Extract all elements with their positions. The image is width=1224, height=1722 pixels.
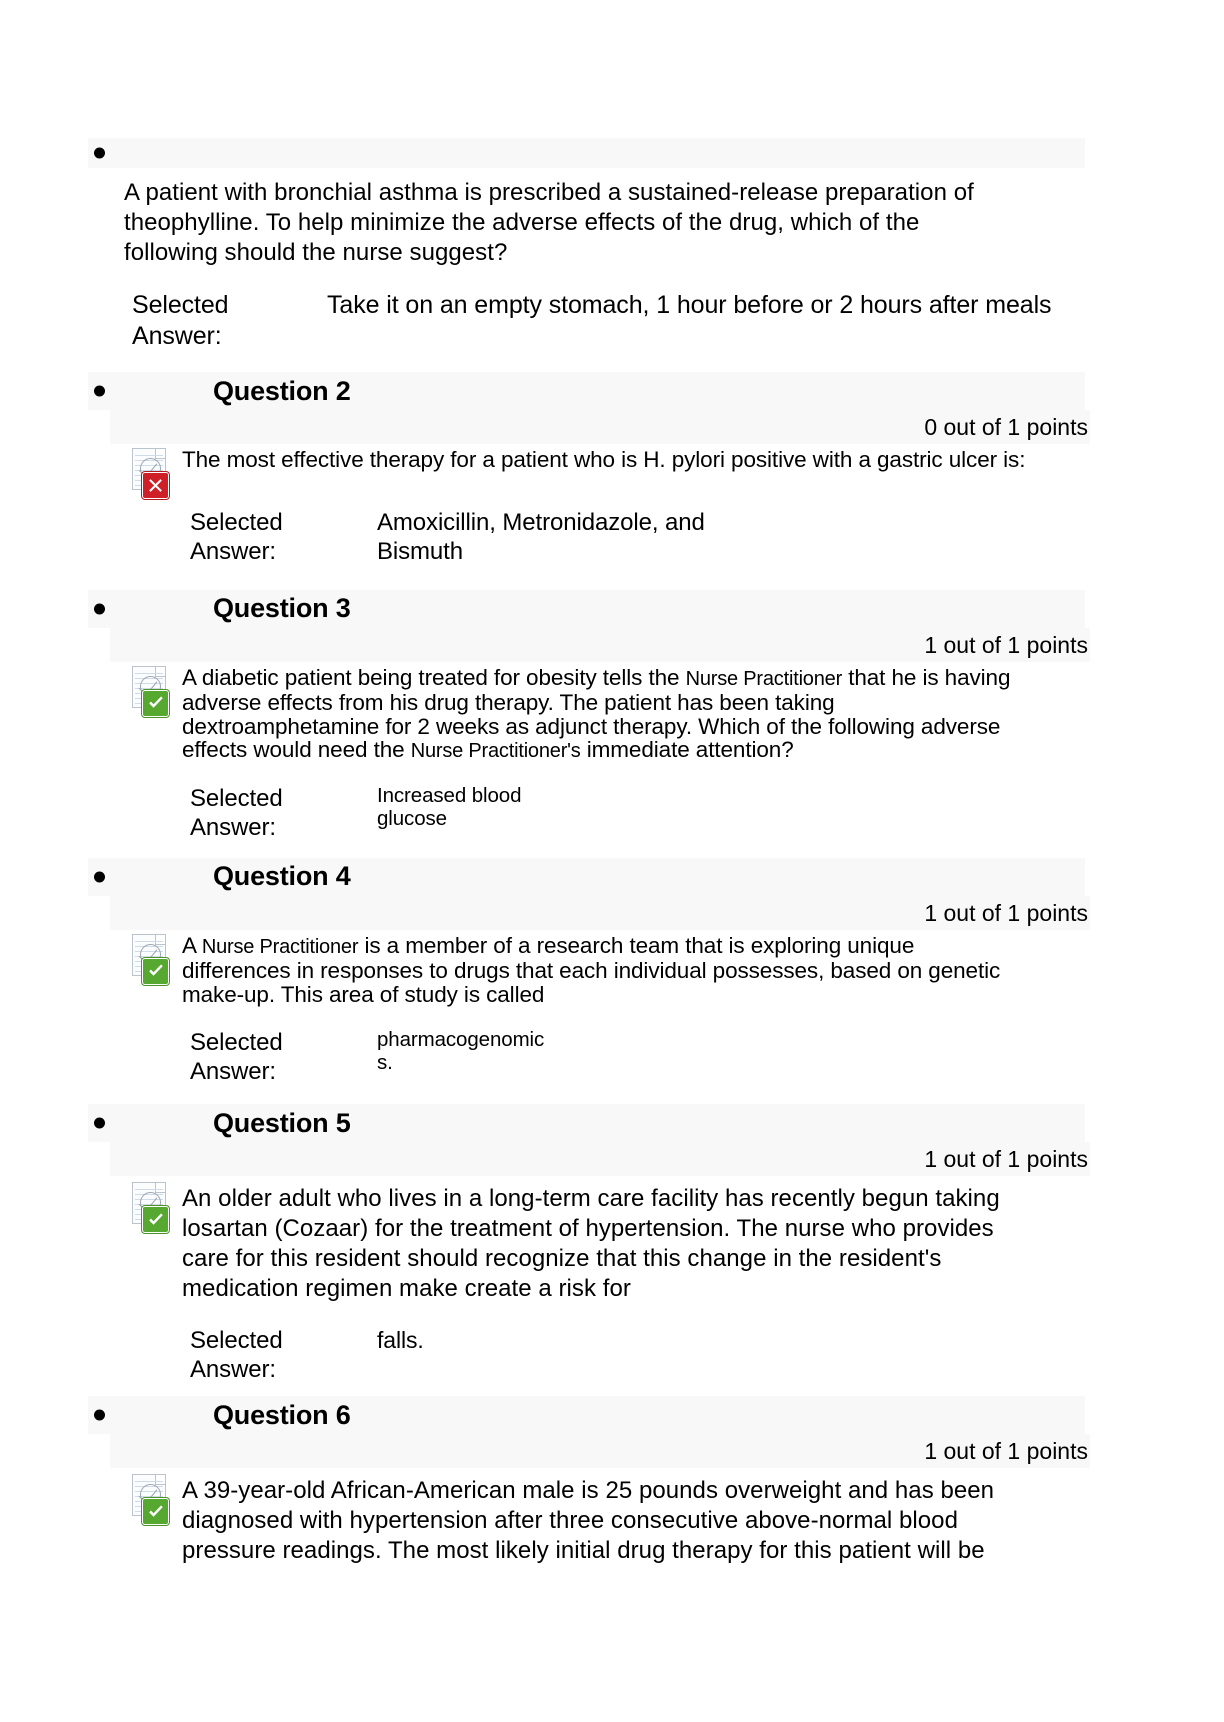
question-status-icon-3 — [128, 665, 174, 717]
green-check-icon — [142, 957, 169, 985]
selected-answer-label-line2: Answer: — [190, 537, 276, 565]
question-body-4: A Nurse Practitioner is a member of a re… — [126, 930, 1224, 1087]
question-header-band-6: Question 6 — [88, 1396, 1085, 1434]
question-block-1: A patient with bronchial asthma is presc… — [0, 138, 1224, 352]
selected-answer-label: Selected Answer: — [190, 1326, 377, 1384]
question-text-4-b: Nurse Practitioner — [201, 935, 359, 958]
page-fold-icon — [155, 1183, 165, 1193]
question-block-2: Question 2 0 out of 1 points — [0, 372, 1224, 566]
bullet-icon — [94, 603, 105, 614]
question-body-6: A 39-year-old African-American male is 2… — [126, 1468, 1224, 1566]
selected-answer-label: Selected Answer: — [190, 1028, 377, 1086]
question-block-3: Question 3 1 out of 1 points — [0, 589, 1224, 842]
selected-answer-value-3: Increased blood glucose — [377, 783, 522, 830]
exam-review-page: A patient with bronchial asthma is presc… — [0, 138, 1224, 1722]
question-title-6: Question 6 — [213, 1399, 351, 1430]
question-title-2: Question 2 — [213, 375, 351, 406]
question-text-3-d: Nurse Practitioner's — [410, 740, 581, 762]
selected-answer-label-line1: Selected — [190, 1327, 283, 1354]
selected-answer-label-line2: Answer: — [132, 322, 222, 350]
question-status-icon-6 — [128, 1474, 174, 1525]
page-fold-icon — [155, 934, 165, 945]
bullet-icon — [94, 385, 105, 397]
selected-answer-label-line2: Answer: — [190, 1356, 276, 1383]
question-status-icon-2 — [128, 448, 174, 499]
selected-answer-label-line1: Selected — [190, 508, 283, 536]
selected-answer-value-1: Take it on an empty stomach, 1 hour befo… — [327, 291, 1052, 319]
question-text-3-b: Nurse Practitioner — [685, 667, 843, 690]
green-check-icon — [142, 1498, 169, 1525]
question-text-1: A patient with bronchial asthma is presc… — [124, 179, 974, 266]
green-check-icon — [142, 1206, 169, 1233]
selected-answer-label-line1: Selected — [132, 291, 229, 319]
question-points-4: 1 out of 1 points — [110, 895, 1090, 930]
question-text-2: The most effective therapy for a patient… — [182, 447, 1026, 472]
question-header-band-1 — [88, 138, 1085, 168]
selected-answer-row-1: Selected Answer: Take it on an empty sto… — [132, 290, 1224, 352]
question-header-band-2: Question 2 — [88, 372, 1085, 410]
question-status-icon-5 — [128, 1182, 174, 1233]
question-header-band-5: Question 5 — [88, 1104, 1085, 1142]
selected-answer-value-5: falls. — [377, 1327, 424, 1353]
question-text-5: An older adult who lives in a long-term … — [182, 1185, 1000, 1302]
question-text-4-a: A — [182, 932, 202, 958]
selected-answer-value-2: Amoxicillin, Metronidazole, and Bismuth — [377, 508, 705, 565]
question-block-5: Question 5 1 out of 1 points — [0, 1104, 1224, 1384]
page-fold-icon — [155, 449, 165, 459]
question-body-3: A diabetic patient being treated for obe… — [126, 662, 1224, 842]
selected-answer-label: Selected Answer: — [190, 508, 377, 566]
selected-answer-row-5: Selected Answer: falls. — [190, 1326, 1224, 1384]
selected-answer-label: Selected Answer: — [132, 290, 327, 352]
question-title-5: Question 5 — [213, 1107, 351, 1138]
question-text-3-a: A diabetic patient being treated for obe… — [182, 664, 686, 690]
question-block-4: Question 4 1 out of 1 points — [0, 857, 1224, 1087]
selected-answer-label: Selected Answer: — [190, 784, 377, 842]
question-header-band-4: Question 4 — [88, 857, 1085, 896]
question-title-4: Question 4 — [213, 861, 351, 891]
selected-answer-label-line1: Selected — [190, 1029, 283, 1056]
selected-answer-row-4: Selected Answer: pharmacogenomics. — [190, 1028, 1224, 1086]
bullet-icon — [94, 147, 105, 159]
question-body-1: A patient with bronchial asthma is presc… — [124, 168, 1224, 352]
red-x-icon — [142, 472, 169, 499]
question-text-3-c: that he is having adverse effects from h… — [182, 664, 1011, 762]
question-text-3: A diabetic patient being treated for obe… — [182, 664, 1022, 764]
selected-answer-label-line2: Answer: — [190, 813, 276, 841]
answer-sheet-icon — [132, 1182, 166, 1224]
question-title-3: Question 3 — [213, 593, 351, 623]
bullet-icon — [94, 1117, 105, 1129]
question-body-2: The most effective therapy for a patient… — [126, 444, 1224, 566]
question-text-6: A 39-year-old African-American male is 2… — [182, 1477, 995, 1564]
question-header-band-3: Question 3 — [88, 589, 1085, 628]
question-text-4-c: is a member of a research team that is e… — [182, 932, 1001, 1007]
selected-answer-value-4: pharmacogenomics. — [377, 1028, 545, 1074]
question-points-2: 0 out of 1 points — [110, 410, 1090, 444]
question-text-4: A Nurse Practitioner is a member of a re… — [182, 932, 1022, 1007]
selected-answer-row-2: Selected Answer: Amoxicillin, Metronidaz… — [190, 508, 1224, 566]
page-fold-icon — [155, 666, 165, 677]
selected-answer-label-line1: Selected — [190, 784, 283, 812]
question-status-icon-4 — [128, 933, 174, 985]
question-points-5: 1 out of 1 points — [110, 1142, 1090, 1176]
question-text-3-e: immediate attention? — [580, 737, 794, 762]
question-points-3: 1 out of 1 points — [110, 627, 1090, 662]
page-fold-icon — [155, 1475, 165, 1485]
selected-answer-label-line2: Answer: — [190, 1058, 276, 1085]
question-points-6: 1 out of 1 points — [110, 1434, 1090, 1468]
bullet-icon — [94, 1409, 105, 1421]
bullet-icon — [94, 871, 105, 882]
selected-answer-row-3: Selected Answer: Increased blood glucose — [190, 784, 1224, 842]
question-block-6: Question 6 1 out of 1 points — [0, 1396, 1224, 1566]
green-check-icon — [142, 689, 169, 717]
question-body-5: An older adult who lives in a long-term … — [126, 1176, 1224, 1384]
